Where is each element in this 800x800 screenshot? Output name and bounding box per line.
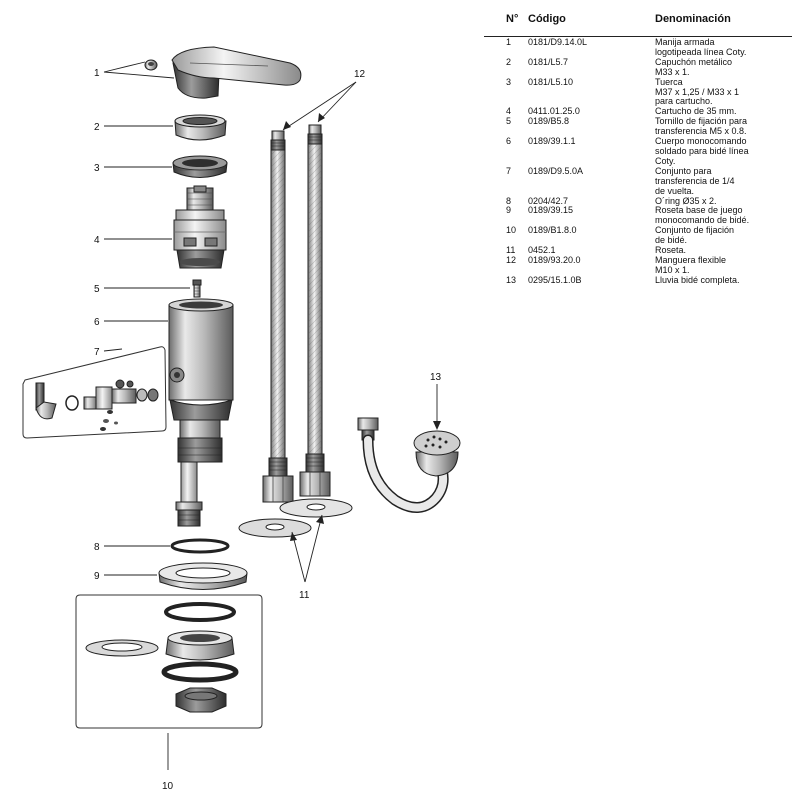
parts-table: N° Código Denominación 1 0181/D9.14.0L Man… <box>484 10 792 286</box>
part-11-rosettes <box>238 498 353 538</box>
row-code: 0189/B5.8 <box>528 116 570 127</box>
row-desc: Cartucho de 35 mm. <box>655 106 737 117</box>
row-code: 0411.01.25.0 <box>528 106 580 117</box>
row-code: 0189/39.1.1 <box>528 136 576 147</box>
row-desc: Tornillo de fijación para transferencia … <box>655 116 748 137</box>
part-4-cartridge <box>173 185 227 269</box>
part-3-nut <box>172 155 228 178</box>
leader-lines <box>103 61 438 770</box>
table-row: 12 0189/93.20.0 Manguera flexible M10 x 1. <box>502 254 792 276</box>
row-num: 1 <box>506 37 512 47</box>
table-row: 4 0411.01.25.0 Cartucho de 35 mm. <box>502 106 792 117</box>
part-9-rosette-base <box>158 562 248 590</box>
table-row: 8 0204/42.7 O´ring Ø35 x 2. <box>502 195 792 207</box>
header-desc: Denominación <box>655 13 731 25</box>
row-num: 8 <box>506 195 512 206</box>
table-row: 7 0189/D9.5.0A Conjunto para transferencia… <box>502 165 792 197</box>
part-2-metal-cap <box>174 114 227 141</box>
callout-3: 3 <box>94 163 100 174</box>
callout-13: 13 <box>430 372 442 383</box>
header-code: Código <box>528 13 566 25</box>
part-7-transfer-assembly <box>22 346 167 439</box>
row-num: 5 <box>506 116 512 127</box>
row-num: 11 <box>506 245 516 256</box>
row-desc: Capuchón metálico M33 x 1. <box>655 56 733 77</box>
row-num: 7 <box>506 165 512 176</box>
row-desc: Conjunto para transferencia de 1/4 de vu… <box>655 165 735 196</box>
table-row: 13 0295/15.1.0B Lluvia bidé completa. <box>502 274 792 286</box>
table-row: 11 0452.1 Roseta. <box>502 245 792 256</box>
row-num: 12 <box>506 254 517 265</box>
callout-8: 8 <box>94 542 100 553</box>
callout-12: 12 <box>354 69 366 80</box>
header-rule <box>484 36 792 37</box>
part-8-o-ring <box>170 538 230 554</box>
callout-9: 9 <box>94 571 100 582</box>
table-row: 2 0181/L5.7 Capuchón metálico M33 x 1. <box>502 56 792 78</box>
part-13-bidet-spray <box>357 417 461 513</box>
row-num: 3 <box>506 76 512 87</box>
row-desc: Roseta. <box>655 245 687 256</box>
table-row: 6 0189/39.1.1 Cuerpo monocomando soldado p… <box>502 136 792 167</box>
row-code: 0181/D9.14.0L <box>528 37 588 47</box>
callout-2: 2 <box>94 122 100 133</box>
row-code: 0189/B1.8.0 <box>528 225 577 236</box>
row-num: 9 <box>506 205 512 216</box>
callout-1: 1 <box>94 68 100 79</box>
row-desc: Conjunto de fijación de bidé. <box>655 225 735 246</box>
callout-5: 5 <box>94 284 100 295</box>
row-code: 0189/93.20.0 <box>528 254 581 265</box>
callout-numbers: 1 2 3 4 5 6 7 8 9 10 11 12 13 <box>94 68 442 792</box>
part-1-handle <box>144 46 302 99</box>
table-row: 9 0189/39.15 Roseta base de juego monocoma… <box>502 206 792 226</box>
table-row: 5 0189/B5.8 Tornillo de fijación para tran… <box>502 116 792 137</box>
part-12-flexible-hoses <box>262 124 331 503</box>
row-code: 0189/D9.5.0A <box>528 165 584 176</box>
table-row: 10 0189/B1.8.0 Conjunto de fijación de bid… <box>502 225 792 246</box>
row-desc: Cuerpo monocomando soldado para bidé lín… <box>655 136 749 166</box>
row-code: 0452.1 <box>528 245 556 256</box>
table-row: 1 0181/D9.14.0L Manija armada logotipeada … <box>502 37 792 58</box>
callout-6: 6 <box>94 317 100 328</box>
row-code: 0181/L5.10 <box>528 76 574 87</box>
row-desc: Manguera flexible M10 x 1. <box>655 254 727 275</box>
row-code: 0189/39.15 <box>528 205 574 216</box>
part-5-fixing-screw <box>192 279 202 298</box>
row-desc: O´ring Ø35 x 2. <box>655 195 717 206</box>
row-desc: Roseta base de juego monocomando de bidé… <box>655 205 750 226</box>
row-num: 10 <box>506 225 517 236</box>
row-desc: Lluvia bidé completa. <box>655 274 740 285</box>
row-desc: Tuerca M37 x 1,25 / M33 x 1 para cartuch… <box>655 76 740 107</box>
callout-4: 4 <box>94 235 100 246</box>
part-10-fixing-set <box>75 594 263 729</box>
callout-7: 7 <box>94 347 100 358</box>
callout-11: 11 <box>299 590 310 601</box>
row-num: 4 <box>506 106 512 117</box>
table-rows: 1 0181/D9.14.0L Manija armada logotipeada … <box>502 37 792 286</box>
row-code: 0204/42.7 <box>528 195 569 206</box>
row-num: 6 <box>506 136 512 147</box>
row-code: 0181/L5.7 <box>528 56 569 67</box>
leader-arrowheads <box>283 113 441 541</box>
part-6-body <box>168 298 234 527</box>
row-code: 0295/15.1.0B <box>528 274 582 285</box>
row-num: 2 <box>506 56 512 67</box>
row-desc: Manija armada logotipeada línea Coty. <box>655 37 747 57</box>
table-header: N° Código Denominación <box>484 10 792 37</box>
callout-10: 10 <box>162 781 174 792</box>
row-num: 13 <box>506 274 517 285</box>
table-row: 3 0181/L5.10 Tuerca M37 x 1,25 / M33 x 1 p… <box>502 76 792 108</box>
header-num: N° <box>506 13 519 25</box>
